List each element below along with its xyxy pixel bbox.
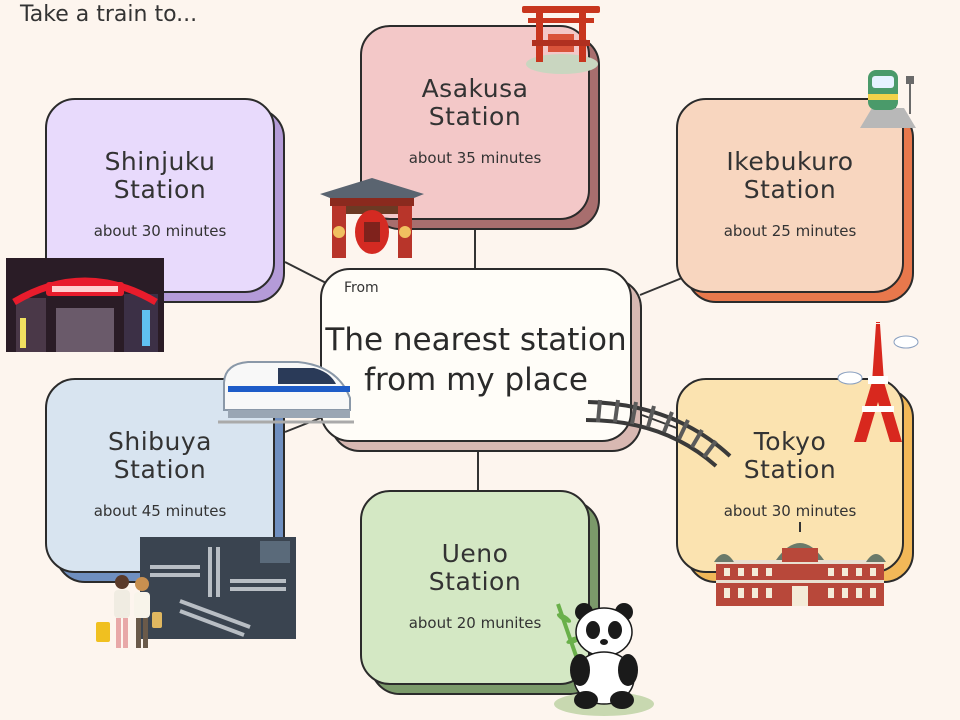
station-name-line2: Station: [428, 102, 522, 131]
station-name-line1: Ikebukuro: [726, 147, 854, 176]
card-face: Ikebukuro Station about 25 minutes: [676, 98, 904, 293]
travel-time: about 30 minutes: [93, 222, 227, 240]
travel-time: about 20 munites: [408, 614, 542, 632]
station-name: Tokyo Station: [678, 428, 902, 484]
station-name-line1: Shinjuku: [104, 147, 216, 176]
center-title: The nearest station from my place: [322, 320, 630, 400]
travel-time: about 30 minutes: [723, 502, 857, 520]
station-name: Asakusa Station: [362, 75, 588, 131]
center-card-face: From The nearest station from my place: [320, 268, 632, 442]
station-name-line1: Shibuya: [108, 427, 212, 456]
station-name: Shibuya Station: [47, 428, 273, 484]
station-name: Shinjuku Station: [47, 148, 273, 204]
page-heading: Take a train to...: [20, 2, 198, 27]
travelers-icon: [96, 575, 162, 648]
railway-track-icon: [585, 399, 732, 468]
train-platform-icon: [860, 70, 916, 128]
travel-time: about 35 minutes: [408, 149, 542, 167]
tokyo-station-building-icon: [714, 522, 886, 606]
shibuya-crossing-photo: [140, 537, 296, 639]
card-ikebukuro: Ikebukuro Station about 25 minutes: [676, 98, 914, 303]
card-ueno: Ueno Station about 20 munites: [360, 490, 600, 695]
station-name-line2: Station: [428, 567, 522, 596]
station-name: Ueno Station: [362, 540, 588, 596]
shinkansen-train-icon: [218, 361, 354, 424]
center-title-line2: from my place: [364, 362, 588, 398]
station-name-line2: Station: [743, 175, 837, 204]
travel-time: about 45 minutes: [93, 502, 227, 520]
tokyo-tower-icon: [837, 322, 919, 442]
center-title-line1: The nearest station: [325, 322, 627, 358]
center-card: From The nearest station from my place: [320, 268, 642, 452]
kaminarimon-gate-icon: [320, 178, 424, 258]
torii-gate-icon: [522, 6, 600, 74]
panda-icon: [554, 603, 654, 716]
from-label: From: [344, 280, 379, 296]
kabukicho-photo: [6, 258, 164, 352]
travel-time: about 25 minutes: [723, 222, 857, 240]
station-name-line2: Station: [113, 175, 207, 204]
station-name-line2: Station: [743, 455, 837, 484]
station-name: Ikebukuro Station: [678, 148, 902, 204]
station-name-line1: Tokyo: [753, 427, 827, 456]
station-name-line1: Asakusa: [421, 74, 529, 103]
station-name-line2: Station: [113, 455, 207, 484]
card-face: Ueno Station about 20 munites: [360, 490, 590, 685]
station-name-line1: Ueno: [441, 539, 509, 568]
